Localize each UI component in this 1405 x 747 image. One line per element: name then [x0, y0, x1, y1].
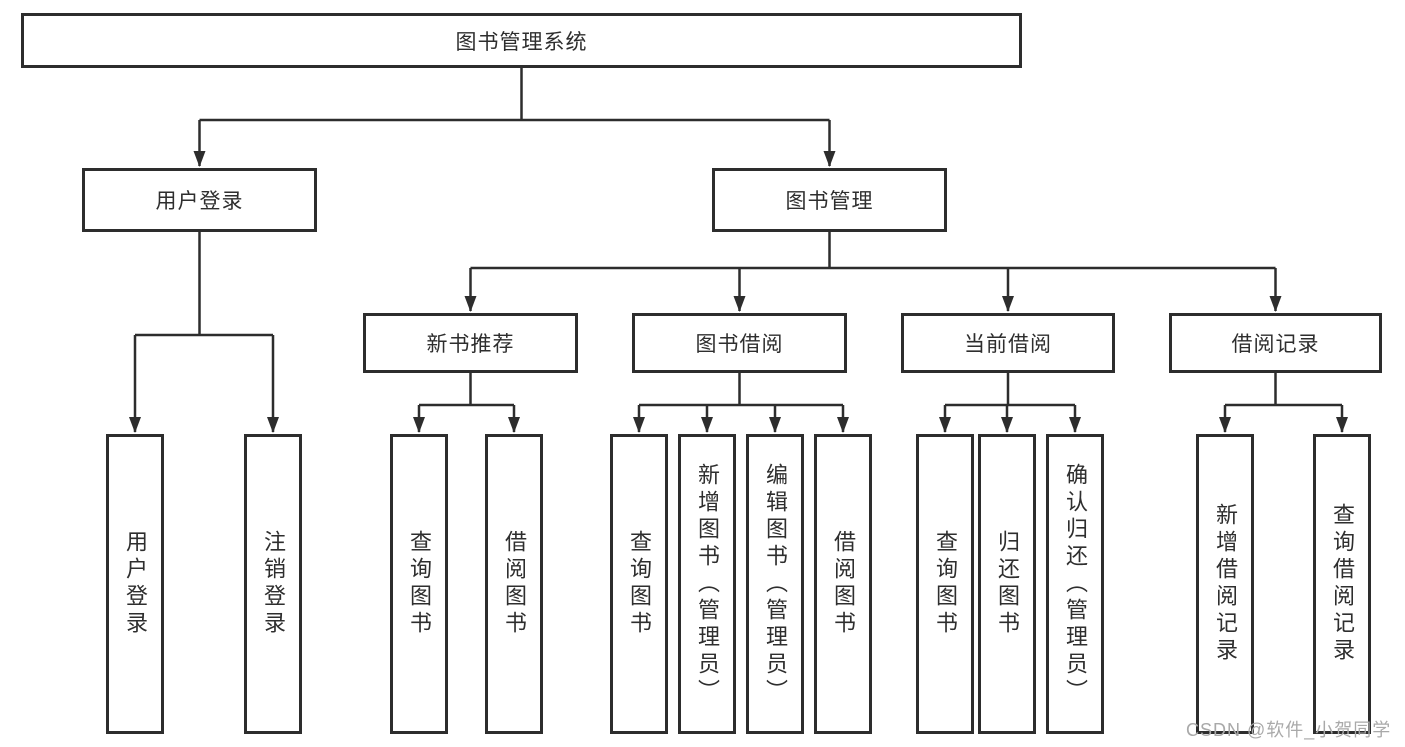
node-current-borrow: 当前借阅: [901, 313, 1115, 373]
leaf-borrow-books: 借阅图书: [814, 434, 872, 734]
leaf-add-borrow-record: 新增借阅记录: [1196, 434, 1254, 734]
leaf-borrow-query-books: 查询图书: [610, 434, 668, 734]
leaf-edit-books-admin-label: 编辑图书（管理员）: [763, 462, 788, 706]
leaf-return-books-label: 归还图书: [995, 530, 1020, 638]
leaf-recommend-borrow-books-label: 借阅图书: [502, 530, 527, 638]
leaf-user-login-label: 用户登录: [123, 530, 148, 638]
leaf-query-borrow-record: 查询借阅记录: [1313, 434, 1371, 734]
node-user-login: 用户登录: [82, 168, 317, 232]
leaf-recommend-query-books-label: 查询图书: [407, 530, 432, 638]
node-book-borrow: 图书借阅: [632, 313, 847, 373]
leaf-borrow-books-label: 借阅图书: [831, 530, 856, 638]
leaf-add-books-admin-label: 新增图书（管理员）: [695, 462, 720, 706]
leaf-query-borrow-record-label: 查询借阅记录: [1330, 503, 1355, 665]
leaf-logout: 注销登录: [244, 434, 302, 734]
leaf-borrow-query-books-label: 查询图书: [627, 530, 652, 638]
leaf-current-query-books-label: 查询图书: [933, 530, 958, 638]
leaf-add-books-admin: 新增图书（管理员）: [678, 434, 736, 734]
leaf-logout-label: 注销登录: [261, 530, 286, 638]
node-root: 图书管理系统: [21, 13, 1022, 68]
leaf-recommend-query-books: 查询图书: [390, 434, 448, 734]
leaf-current-query-books: 查询图书: [916, 434, 974, 734]
node-borrow-records: 借阅记录: [1169, 313, 1382, 373]
node-book-management: 图书管理: [712, 168, 947, 232]
leaf-confirm-return-admin-label: 确认归还（管理员）: [1063, 462, 1088, 706]
node-new-book-recommend: 新书推荐: [363, 313, 578, 373]
leaf-confirm-return-admin: 确认归还（管理员）: [1046, 434, 1104, 734]
leaf-recommend-borrow-books: 借阅图书: [485, 434, 543, 734]
leaf-edit-books-admin: 编辑图书（管理员）: [746, 434, 804, 734]
leaf-user-login: 用户登录: [106, 434, 164, 734]
csdn-watermark: CSDN @软件_小贺同学: [1186, 720, 1392, 740]
leaf-return-books: 归还图书: [978, 434, 1036, 734]
leaf-add-borrow-record-label: 新增借阅记录: [1213, 503, 1238, 665]
